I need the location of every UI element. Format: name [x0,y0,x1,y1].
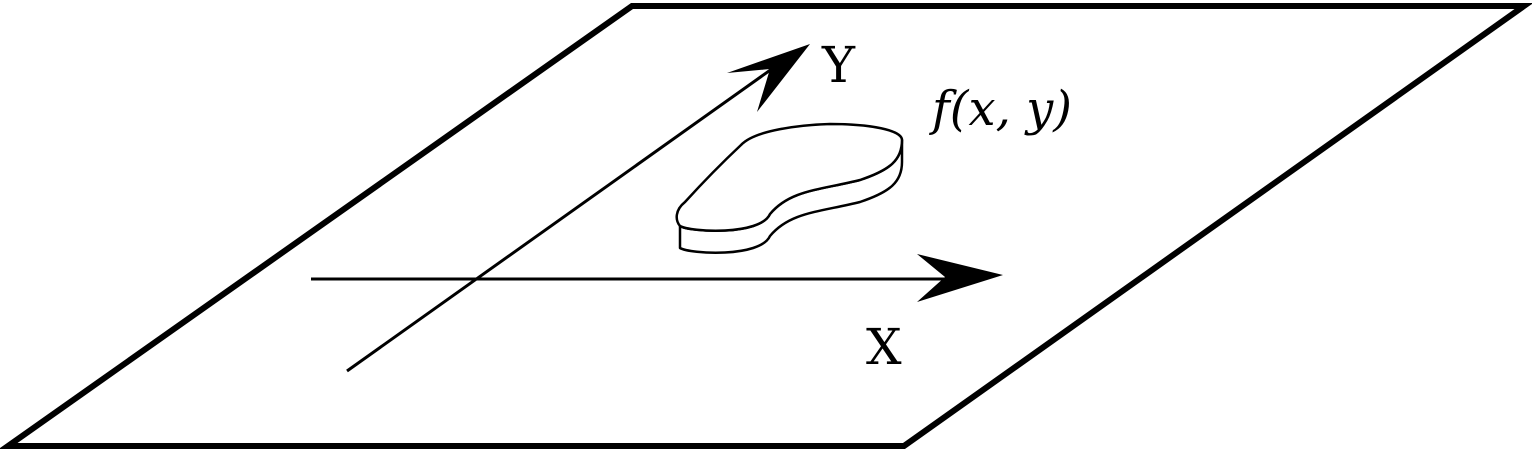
x-axis-arrowhead [917,254,1003,302]
function-shape-top [675,122,904,232]
xy-plane [0,3,1532,449]
x-axis-label: X [866,318,902,376]
function-label: f(x, y) [929,81,1072,137]
function-shape [675,122,904,254]
y-axis [346,44,810,373]
y-axis-label: Y [821,36,856,94]
y-axis-arrowhead [727,44,810,112]
x-axis [311,254,1003,302]
y-axis-line [346,64,777,373]
